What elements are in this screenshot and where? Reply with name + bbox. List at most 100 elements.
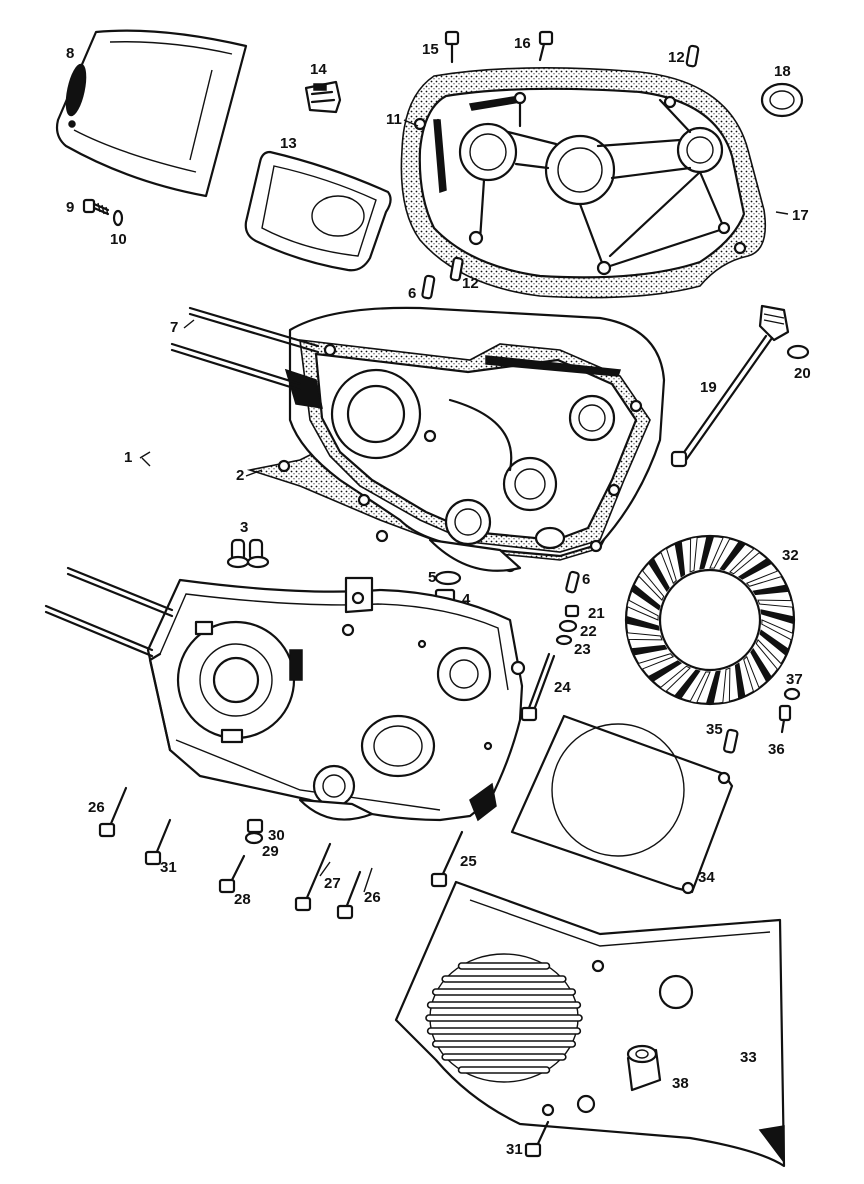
fan-fin (757, 599, 794, 608)
part-36-screw (778, 704, 792, 734)
part-31-bolt-bottom (524, 1120, 550, 1158)
label-15: 15 (422, 41, 439, 58)
part-5-washer (434, 570, 462, 586)
part-29-washer (244, 831, 264, 845)
fan-fin (759, 629, 790, 657)
label-18: 18 (774, 63, 791, 80)
label-12-lower: 12 (462, 275, 479, 292)
label-34: 34 (698, 869, 715, 886)
label-28: 28 (234, 891, 251, 908)
fan-fin (673, 669, 701, 700)
part-11-side-cover-gasket (400, 67, 767, 299)
label-36: 36 (768, 741, 785, 758)
label-24: 24 (554, 679, 571, 696)
grille-bar (426, 1027, 582, 1035)
fan-fin (689, 536, 698, 573)
part-10-washer (112, 209, 124, 227)
label-4: 4 (462, 591, 471, 608)
label-17: 17 (792, 207, 809, 224)
fan-fin (709, 536, 731, 569)
part-30-nut (246, 818, 264, 834)
fan-fin (637, 569, 665, 601)
grille-bar (425, 1014, 583, 1022)
fan-fin (647, 660, 682, 683)
part-26-bolt-right (336, 870, 362, 920)
part-38-bushing (626, 1044, 662, 1092)
label-20: 20 (794, 365, 811, 382)
part-25-bolt (430, 830, 464, 888)
label-3: 3 (240, 519, 248, 536)
fan-fin (761, 619, 794, 641)
part-18-ring (760, 82, 804, 118)
part-37-washer (783, 687, 801, 701)
label-1: 1 (124, 449, 132, 466)
grille-bar (441, 1053, 567, 1061)
fan-fin (626, 599, 659, 621)
label-21: 21 (588, 605, 605, 622)
part-19-dipstick (670, 304, 790, 468)
part-27-bolt (294, 842, 332, 912)
part-16-screw (538, 30, 554, 62)
fan-fin (637, 653, 675, 670)
label-25: 25 (460, 853, 477, 870)
label-38: 38 (672, 1075, 689, 1092)
label-2: 2 (236, 467, 244, 484)
label-6-upper: 6 (408, 285, 416, 302)
part-12-pin-lower (449, 256, 464, 282)
part-33-outer-cover (394, 880, 786, 1168)
fan-fin (738, 557, 773, 580)
fan-fin (699, 535, 715, 570)
fan-fin (630, 644, 668, 656)
fan-fin (743, 655, 760, 693)
fan-fin (689, 671, 711, 704)
label-14: 14 (310, 61, 327, 78)
label-35: 35 (706, 721, 723, 738)
part-35-pin (723, 728, 739, 754)
label-13: 13 (280, 135, 297, 152)
fan-fin (660, 547, 677, 585)
part-32-flywheel-fan (624, 534, 796, 706)
label-9: 9 (66, 199, 74, 216)
label-31-bottom: 31 (506, 1141, 523, 1158)
fan-fin (647, 557, 670, 592)
part-21-nut (564, 604, 580, 618)
label-6-middle: 6 (582, 571, 590, 588)
part-15-screw (444, 30, 460, 64)
fan-fin (729, 547, 761, 575)
grille-bar (441, 975, 567, 983)
grille-bar (457, 1066, 551, 1074)
part-26-bolt-left (98, 786, 128, 838)
part-13-cover-plate (244, 150, 392, 272)
part-33-grille (425, 953, 583, 1083)
part-8-inspection-cover (55, 29, 248, 198)
part-28-bolt (218, 854, 246, 894)
fan-fin (755, 639, 783, 671)
part-labels: 1 2 3 4 5 6 6 7 8 9 10 11 12 12 13 14 15… (66, 35, 811, 1158)
label-31-left: 31 (160, 859, 177, 876)
label-11: 11 (386, 111, 402, 128)
part-2-crankcase-half (246, 306, 666, 573)
part-22-washer (558, 619, 578, 633)
part-24-bolt (520, 652, 556, 722)
leader-lines (139, 119, 789, 893)
part-1-crankcase (146, 576, 526, 822)
part-12-pin-top (685, 44, 700, 68)
label-8: 8 (66, 45, 74, 62)
part-34-back-plate (510, 714, 734, 895)
part-9-screw (82, 198, 110, 216)
part-7-studs (170, 306, 320, 392)
fan-fin (626, 632, 663, 641)
part-6-pin-middle (565, 570, 580, 594)
label-7: 7 (170, 319, 178, 336)
label-30: 30 (268, 827, 285, 844)
label-33: 33 (740, 1049, 757, 1066)
fan-fin (722, 667, 731, 704)
grille-bar (457, 962, 551, 970)
fan-fin (750, 648, 773, 683)
part-31-bolt-left (144, 818, 172, 866)
part-6-pin-upper (421, 274, 436, 300)
fan-fin (719, 540, 747, 571)
label-32: 32 (782, 547, 799, 564)
